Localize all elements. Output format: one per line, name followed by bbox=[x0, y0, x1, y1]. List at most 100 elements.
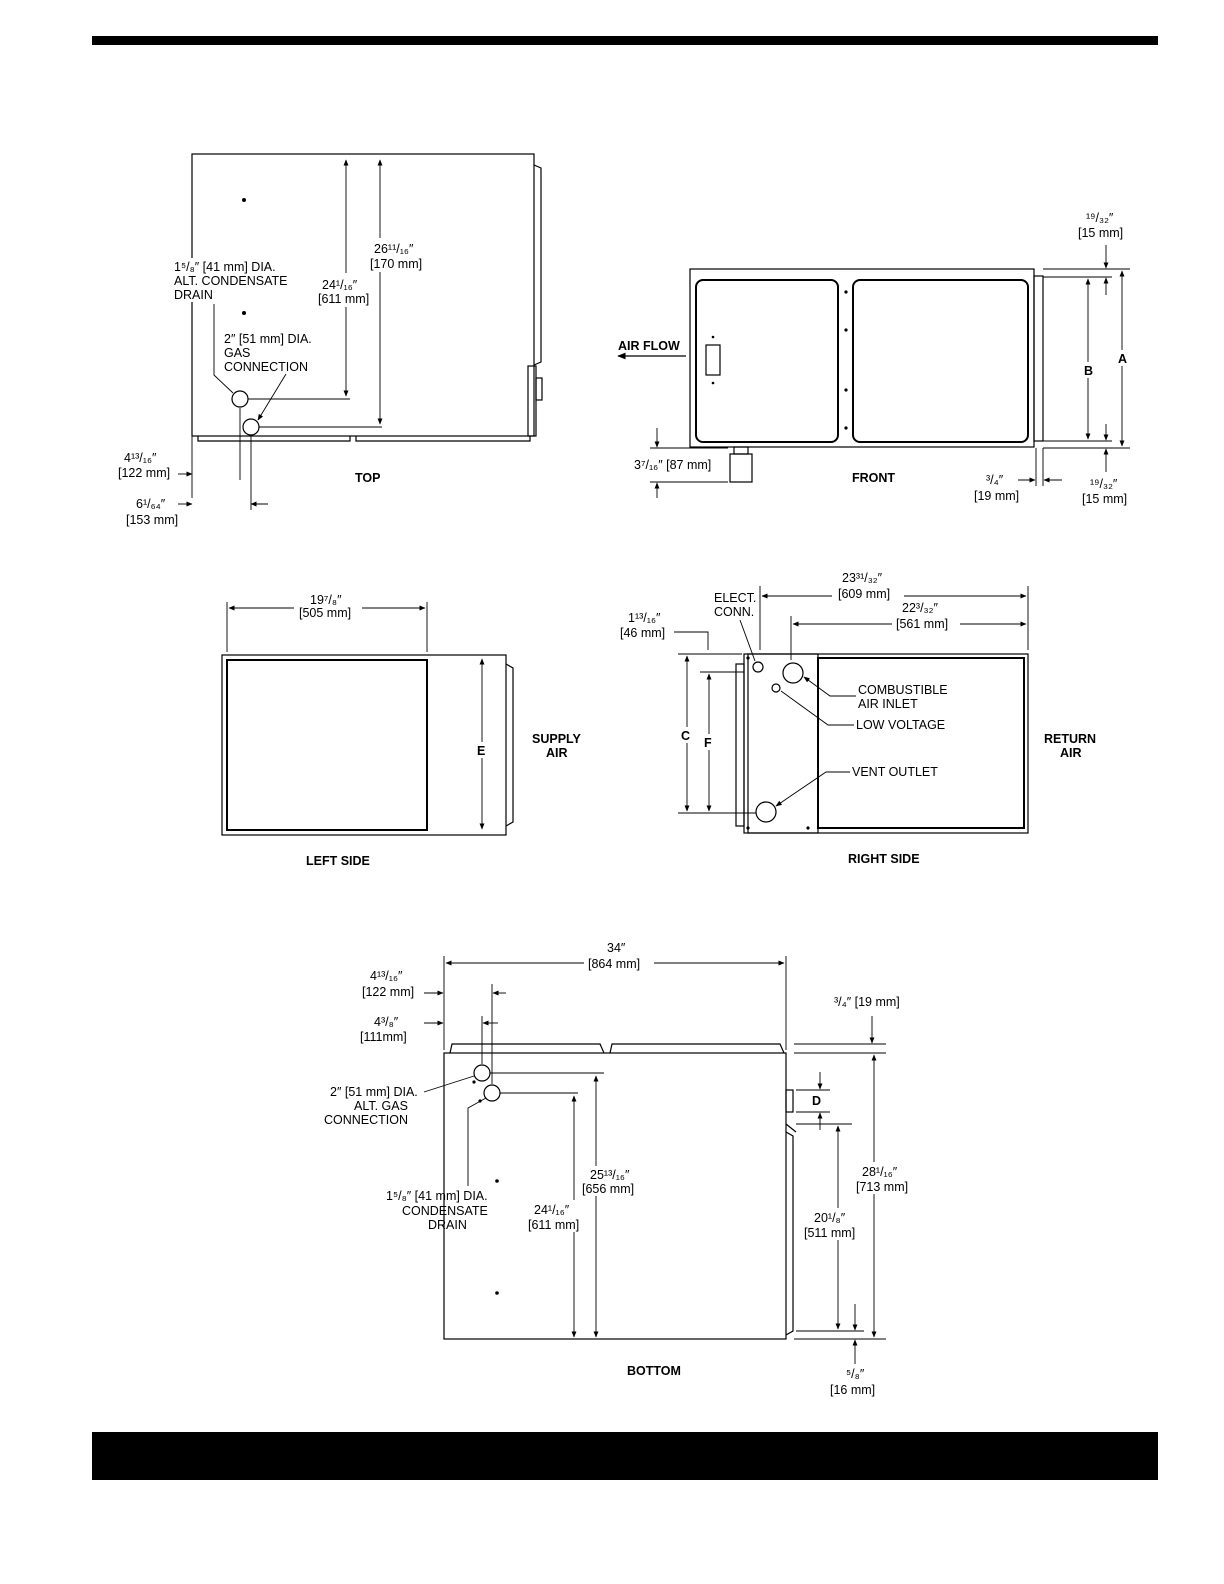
front-dim-foot: 3⁷/₁₆″ [87 mm] bbox=[634, 458, 711, 472]
front-door-right bbox=[852, 279, 1029, 443]
bottom-dim-bot-mm: [16 mm] bbox=[830, 1383, 875, 1397]
top-gas-label-3: CONNECTION bbox=[224, 360, 308, 374]
top-dot-lower bbox=[242, 311, 246, 315]
combustible-leader bbox=[803, 676, 856, 697]
top-dim-drain-bg bbox=[318, 273, 376, 307]
bottom-dot-1 bbox=[472, 1080, 476, 1084]
top-gas-leader bbox=[257, 373, 287, 421]
right-dim-offset-leader bbox=[674, 631, 709, 650]
front-view: AIR FLOW B A ¹⁹/₃₂″ [15 mm] ¹⁹/₃₂″ [15 m… bbox=[617, 211, 1130, 506]
vent-outlet-leader bbox=[775, 771, 850, 807]
combustible-air-inlet-hole bbox=[782, 662, 804, 684]
return-air-label-2: AIR bbox=[1060, 746, 1082, 760]
elect-conn-label-1: ELECT. bbox=[714, 591, 756, 605]
front-screw-4 bbox=[844, 426, 848, 430]
low-voltage-leader bbox=[780, 690, 854, 726]
right-dim-overall-mm: [609 mm] bbox=[838, 587, 890, 601]
top-view: 26¹¹/₁₆″ [170 mm] 24¹/₁₆″ [611 mm] 1⁵/₈″… bbox=[118, 153, 543, 527]
front-dim-side-mm: [19 mm] bbox=[974, 489, 1019, 503]
right-dim-overall: 23³¹/₃₂″ bbox=[842, 571, 883, 585]
bottom-dim-left2: 4³/₈″ bbox=[374, 1015, 399, 1029]
bottom-dot-3 bbox=[495, 1179, 499, 1183]
bottom-dim-bot: ⁵/₈″ bbox=[846, 1367, 865, 1381]
bottom-dim-width-bg bbox=[584, 940, 654, 972]
return-air-label-1: RETURN bbox=[1044, 732, 1096, 746]
bottom-dim-width-mm: [864 mm] bbox=[588, 957, 640, 971]
bottom-gas-label-1: 2″ [51 mm] DIA. bbox=[330, 1085, 418, 1099]
top-dim-drain: 24¹/₁₆″ bbox=[322, 278, 358, 292]
right-dim-inner: 22³/₃₂″ bbox=[902, 601, 938, 615]
top-dim-drain-mm: [611 mm] bbox=[318, 292, 369, 306]
right-label-f: F bbox=[704, 736, 712, 750]
front-dim-bottom-mm: [15 mm] bbox=[1082, 492, 1127, 506]
left-cabinet-outline bbox=[221, 654, 507, 836]
bottom-dim-width: 34″ bbox=[607, 941, 626, 955]
bottom-drain-label-2: CONDENSATE bbox=[402, 1204, 488, 1218]
bottom-footer-bar bbox=[92, 1432, 1158, 1480]
right-screw-3 bbox=[806, 826, 810, 830]
bottom-gas-label-2: ALT. GAS bbox=[354, 1099, 408, 1113]
right-screw-1 bbox=[746, 656, 750, 660]
top-condensate-label-2: ALT. CONDENSATE bbox=[174, 274, 287, 288]
bottom-dim-top-right: ³/₄″ [19 mm] bbox=[834, 995, 900, 1009]
top-condensate-label-1: 1⁵/₈″ [41 mm] DIA. bbox=[174, 260, 276, 274]
elect-conn-hole bbox=[752, 661, 764, 673]
top-condensate-label-3: DRAIN bbox=[174, 288, 213, 302]
bottom-alt-gas-hole bbox=[473, 1064, 491, 1082]
front-side-flange bbox=[1033, 275, 1044, 442]
elect-conn-label-2: CONN. bbox=[714, 605, 754, 619]
air-flow-label: AIR FLOW bbox=[618, 339, 680, 353]
left-e-bg bbox=[475, 742, 489, 758]
combustible-label-2: AIR INLET bbox=[858, 697, 918, 711]
left-label-e: E bbox=[477, 744, 485, 758]
top-side-knob bbox=[535, 377, 543, 401]
top-base-rails bbox=[197, 436, 531, 442]
bottom-dim-depth-bg bbox=[852, 1162, 914, 1194]
right-dim-inner-bg bbox=[892, 600, 960, 632]
front-dim-bottom: ¹⁹/₃₂″ bbox=[1090, 477, 1118, 491]
low-voltage-label: LOW VOLTAGE bbox=[856, 718, 945, 732]
left-dim-width-bg bbox=[294, 594, 362, 624]
left-view-title: LEFT SIDE bbox=[306, 854, 370, 868]
top-dim-left2-mm: [153 mm] bbox=[126, 513, 178, 527]
front-label-a: A bbox=[1118, 352, 1127, 366]
bottom-dim-gas-mm: [656 mm] bbox=[582, 1182, 634, 1196]
bottom-dim-mid-bg bbox=[802, 1208, 862, 1240]
bottom-dim-gas-bg bbox=[580, 1166, 644, 1196]
low-voltage-hole bbox=[771, 683, 781, 693]
top-dot-upper bbox=[242, 198, 246, 202]
top-gas-label-1: 2″ [51 mm] DIA. bbox=[224, 332, 312, 346]
front-screw-2 bbox=[844, 328, 848, 332]
top-condensate-drain-hole bbox=[231, 390, 249, 408]
right-screw-2 bbox=[746, 826, 750, 830]
left-dim-width: 19⁷/₈″ bbox=[310, 593, 342, 607]
bottom-label-d: D bbox=[812, 1094, 821, 1108]
top-rule bbox=[92, 36, 1158, 45]
left-panel bbox=[226, 659, 428, 831]
top-dim-depth-bg bbox=[355, 238, 441, 272]
top-side-box bbox=[527, 365, 537, 437]
elect-conn-leader bbox=[739, 619, 756, 662]
bottom-dim-mid: 20¹/₈″ bbox=[814, 1211, 846, 1225]
front-foot-pipe bbox=[729, 453, 753, 483]
top-view-title: TOP bbox=[355, 471, 380, 485]
front-view-title: FRONT bbox=[852, 471, 895, 485]
top-dim-depth-mm: [170 mm] bbox=[370, 257, 422, 271]
right-dim-inner-mm: [561 mm] bbox=[896, 617, 948, 631]
left-dim-width-mm: [505 mm] bbox=[299, 606, 351, 620]
top-dim-left2: 6¹/₆₄″ bbox=[136, 497, 166, 511]
bottom-side-flange bbox=[785, 1131, 794, 1336]
bottom-gas-label-3: CONNECTION bbox=[324, 1113, 408, 1127]
supply-air-label-2: AIR bbox=[546, 746, 568, 760]
vent-outlet-hole bbox=[755, 801, 777, 823]
front-door-dot-2 bbox=[711, 381, 715, 385]
top-gas-label-bg bbox=[222, 330, 316, 374]
front-label-b: B bbox=[1084, 364, 1093, 378]
bottom-drain-leader bbox=[467, 1097, 487, 1186]
bottom-dim-gas: 25¹³/₁₆″ bbox=[590, 1168, 630, 1182]
front-a-bg bbox=[1116, 350, 1130, 366]
bottom-drain-label-1: 1⁵/₈″ [41 mm] DIA. bbox=[386, 1189, 488, 1203]
bottom-cabinet-outline bbox=[443, 1052, 787, 1340]
top-condensate-leader bbox=[213, 304, 234, 394]
